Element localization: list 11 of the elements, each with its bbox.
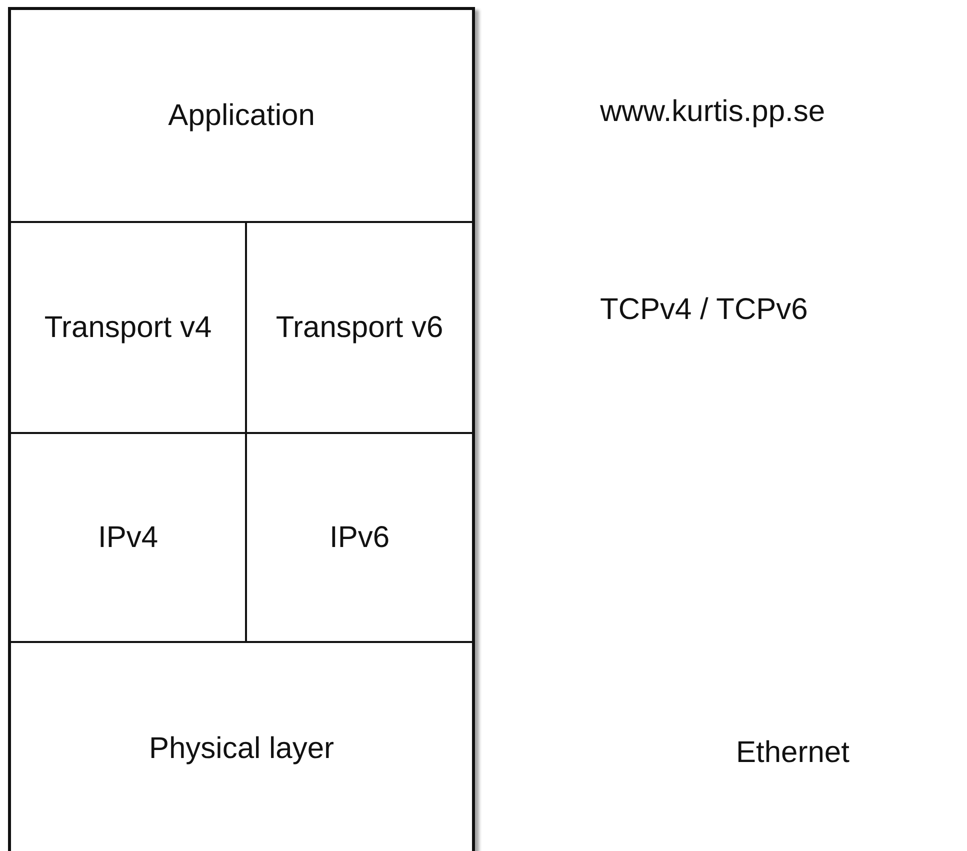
example-label: www.kurtis.pp.se: [600, 95, 826, 129]
layer-name: IPv6: [329, 520, 390, 556]
layer-name: Transport v4: [44, 310, 212, 346]
layer-cell: [11, 223, 247, 434]
layer-name: Application: [168, 98, 315, 134]
layer-name: Physical layer: [148, 730, 334, 766]
layer-name: IPv4: [98, 520, 158, 556]
example-label: Ethernet: [736, 736, 850, 770]
layer-cell: [11, 434, 247, 643]
layer-name: Transport v6: [276, 310, 444, 346]
example-label: TCPv4 / TCPv6: [600, 293, 808, 327]
